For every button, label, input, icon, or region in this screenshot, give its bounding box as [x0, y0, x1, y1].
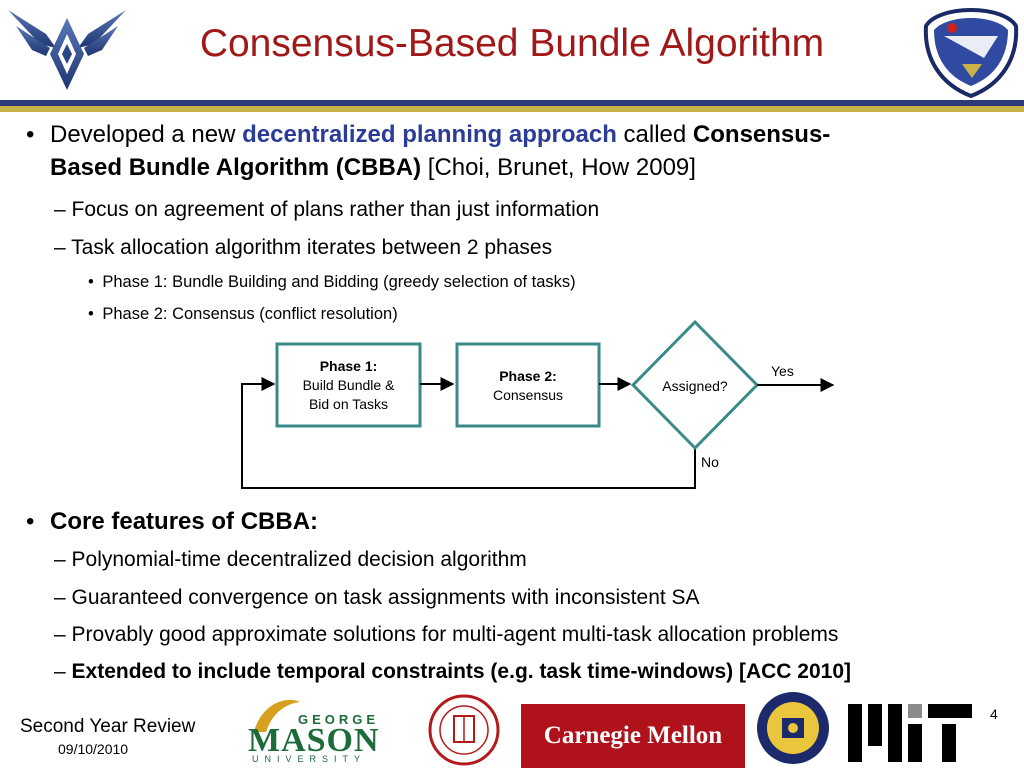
dash-marker: –: [54, 236, 66, 259]
feature-text: Polynomial-time decentralized decision a…: [71, 548, 527, 571]
phase-text: Phase 1: Bundle Building and Bidding (gr…: [102, 273, 576, 291]
bullet-citation: [Choi, Brunet, How 2009]: [421, 154, 696, 181]
bullet-marker: •: [26, 121, 35, 148]
title-rule-blue: [0, 100, 1024, 106]
pitt-seal-logo: [754, 690, 832, 766]
page-number: 4: [990, 706, 998, 722]
gmu-logo-main: MASON: [248, 722, 380, 759]
george-mason-logo: GEORGE MASON UNIVERSITY: [244, 692, 402, 766]
gmu-logo-top: GEORGE: [298, 712, 380, 727]
dash-marker: –: [54, 660, 66, 683]
phase2-title: Phase 2:: [499, 368, 557, 384]
title-rule-gold: [0, 106, 1024, 112]
decision-diamond: [630, 319, 760, 451]
dash-marker: –: [54, 198, 66, 221]
dot-marker: •: [88, 305, 94, 323]
phase-text: Phase 2: Consensus (conflict resolution): [102, 305, 398, 323]
phase1-label: Phase 1: Build Bundle & Bid on Tasks: [277, 357, 420, 414]
phase2-line: Consensus: [492, 387, 564, 403]
cornell-seal-logo: [424, 694, 504, 766]
yes-label: Yes: [771, 363, 794, 379]
phase1-bullet: • Phase 1: Bundle Building and Bidding (…: [88, 271, 988, 293]
dash-marker: –: [54, 548, 66, 571]
phase1-box: [275, 342, 422, 428]
bullet-bold: Based Bundle Algorithm (CBBA): [50, 154, 422, 181]
phase1-title: Phase 1:: [319, 358, 378, 374]
bullet-marker: •: [26, 508, 35, 535]
loop-back-arrow: [241, 377, 696, 489]
bullet-core-features: • Core features of CBBA:: [22, 505, 1002, 538]
sub-bullet-text: Focus on agreement of plans rather than …: [71, 198, 600, 221]
feature-text-bold: Extended to include temporal constraints…: [71, 660, 852, 683]
dot-marker: •: [88, 273, 94, 291]
bullet-bold: Consensus-: [692, 121, 831, 148]
bullet-heading: Core features of CBBA:: [50, 508, 319, 535]
gmu-logo-bottom: UNIVERSITY: [252, 754, 367, 764]
feature-temporal: – Extended to include temporal constrain…: [54, 658, 1014, 686]
bullet-text: Developed a new: [50, 121, 243, 148]
feature-approx: – Provably good approximate solutions fo…: [54, 621, 1014, 649]
phase1-line: Bid on Tasks: [308, 396, 389, 412]
sub-bullet-phases: – Task allocation algorithm iterates bet…: [54, 234, 1004, 262]
decision-label: Assigned?: [662, 378, 728, 394]
phase2-label: Phase 2: Consensus: [457, 367, 599, 405]
phase2-bullet: • Phase 2: Consensus (conflict resolutio…: [88, 303, 988, 325]
afosr-shield-logo: [922, 6, 1020, 100]
slide-title: Consensus-Based Bundle Algorithm: [199, 22, 825, 65]
bullet-cbba-intro: • Developed a new decentralized planning…: [22, 118, 1002, 184]
footer-date: 09/10/2010: [58, 741, 129, 757]
carnegie-mellon-logo: Carnegie Mellon: [521, 704, 745, 768]
cmu-logo-text: Carnegie Mellon: [543, 722, 723, 749]
sub-bullet-text: Task allocation algorithm iterates betwe…: [71, 236, 553, 259]
air-force-logo: [6, 4, 128, 92]
bullet-highlight: decentralized planning approach: [242, 121, 617, 148]
feature-convergence: – Guaranteed convergence on task assignm…: [54, 584, 1004, 612]
sub-bullet-agreement: – Focus on agreement of plans rather tha…: [54, 196, 1004, 224]
phase2-box: [455, 342, 601, 428]
no-label: No: [701, 454, 719, 470]
footer-review: Second Year Review: [20, 716, 196, 737]
dash-marker: –: [54, 586, 66, 609]
phase1-line: Build Bundle &: [302, 377, 395, 393]
feature-polynomial: – Polynomial-time decentralized decision…: [54, 546, 1004, 574]
dash-marker: –: [54, 623, 66, 646]
bullet-text: called: [616, 121, 693, 148]
mit-logo: [846, 702, 974, 764]
feature-text: Provably good approximate solutions for …: [71, 623, 839, 646]
feature-text: Guaranteed convergence on task assignmen…: [71, 586, 700, 609]
